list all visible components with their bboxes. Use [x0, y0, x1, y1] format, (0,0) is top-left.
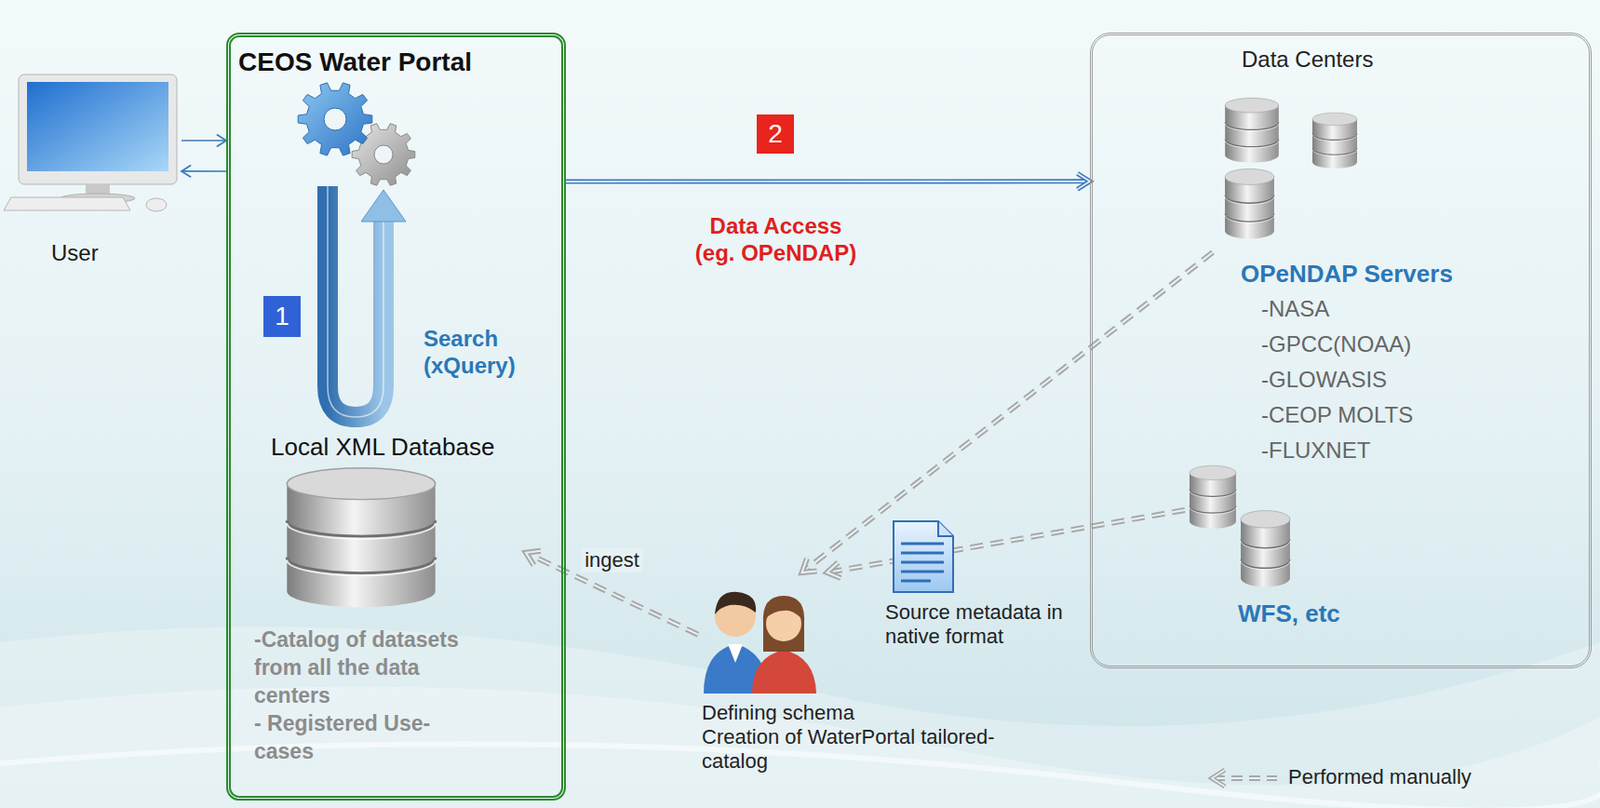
callout-number: 1 — [263, 295, 301, 337]
opendap-node: OPeNDAP Servers -NASA -GPCC(NOAA) -GLOWASIS… — [1212, 95, 1460, 469]
node-title: WFS, etc — [1237, 599, 1341, 629]
node-title: OPeNDAP Servers — [1240, 259, 1453, 289]
server-icon — [1312, 112, 1358, 169]
step-label: Search (xQuery) — [423, 325, 562, 380]
edge-label: ingest — [580, 547, 644, 572]
server-list-item: -GLOWASIS — [1261, 366, 1387, 394]
server-list-item: -NASA — [1261, 295, 1330, 323]
wfs-node: WFS, etc — [1184, 463, 1399, 636]
region-title: Data Centers — [1241, 46, 1373, 74]
search-loop-arrow — [327, 186, 406, 417]
node-label: Defining schema — [701, 700, 855, 726]
user-node: User — [4, 69, 182, 280]
document-icon — [893, 521, 954, 592]
legend-sample-line — [1211, 769, 1278, 787]
edge-label: Data Access (eg. OPeNDAP) — [687, 213, 865, 268]
region-title: CEOS Water Portal — [238, 46, 472, 79]
connector — [802, 252, 1213, 573]
callout-number: 2 — [756, 114, 794, 154]
gear-icon — [297, 82, 416, 186]
node-description: -Catalog of datasets from all the data c… — [254, 625, 487, 710]
server-icon — [1224, 168, 1275, 239]
connector — [181, 134, 227, 148]
connector — [565, 173, 1090, 189]
data-centers-region: Data CentersOPeNDAP Servers -NASA -GPCC(NO… — [1089, 32, 1592, 669]
server-icon — [1189, 465, 1237, 528]
connector — [181, 165, 227, 178]
legend-label: Performed manually — [1288, 765, 1472, 790]
connector — [827, 510, 1185, 579]
database-icon — [286, 468, 435, 607]
node-description: - Registered Use-cases — [254, 709, 487, 766]
portal-region: CEOS Water PortalLocal XML Database -Cata… — [226, 32, 566, 801]
server-list-item: -GPCC(NOAA) — [1261, 331, 1412, 359]
node-title: Local XML Database — [270, 432, 495, 462]
server-list-item: -CEOP MOLTS — [1261, 402, 1413, 430]
database-node: Local XML Database -Catalog of datasets f… — [254, 432, 526, 796]
people-icon — [703, 591, 817, 694]
computer-icon — [3, 74, 177, 212]
node-description: Creation of WaterPortal tailored-catalog — [701, 725, 1047, 774]
server-icon — [1224, 97, 1279, 162]
server-list-item: -FLUXNET — [1261, 437, 1371, 465]
node-label: User — [51, 240, 99, 268]
server-icon — [1240, 510, 1291, 588]
icon-caption: Source metadata in native format — [885, 600, 1086, 649]
